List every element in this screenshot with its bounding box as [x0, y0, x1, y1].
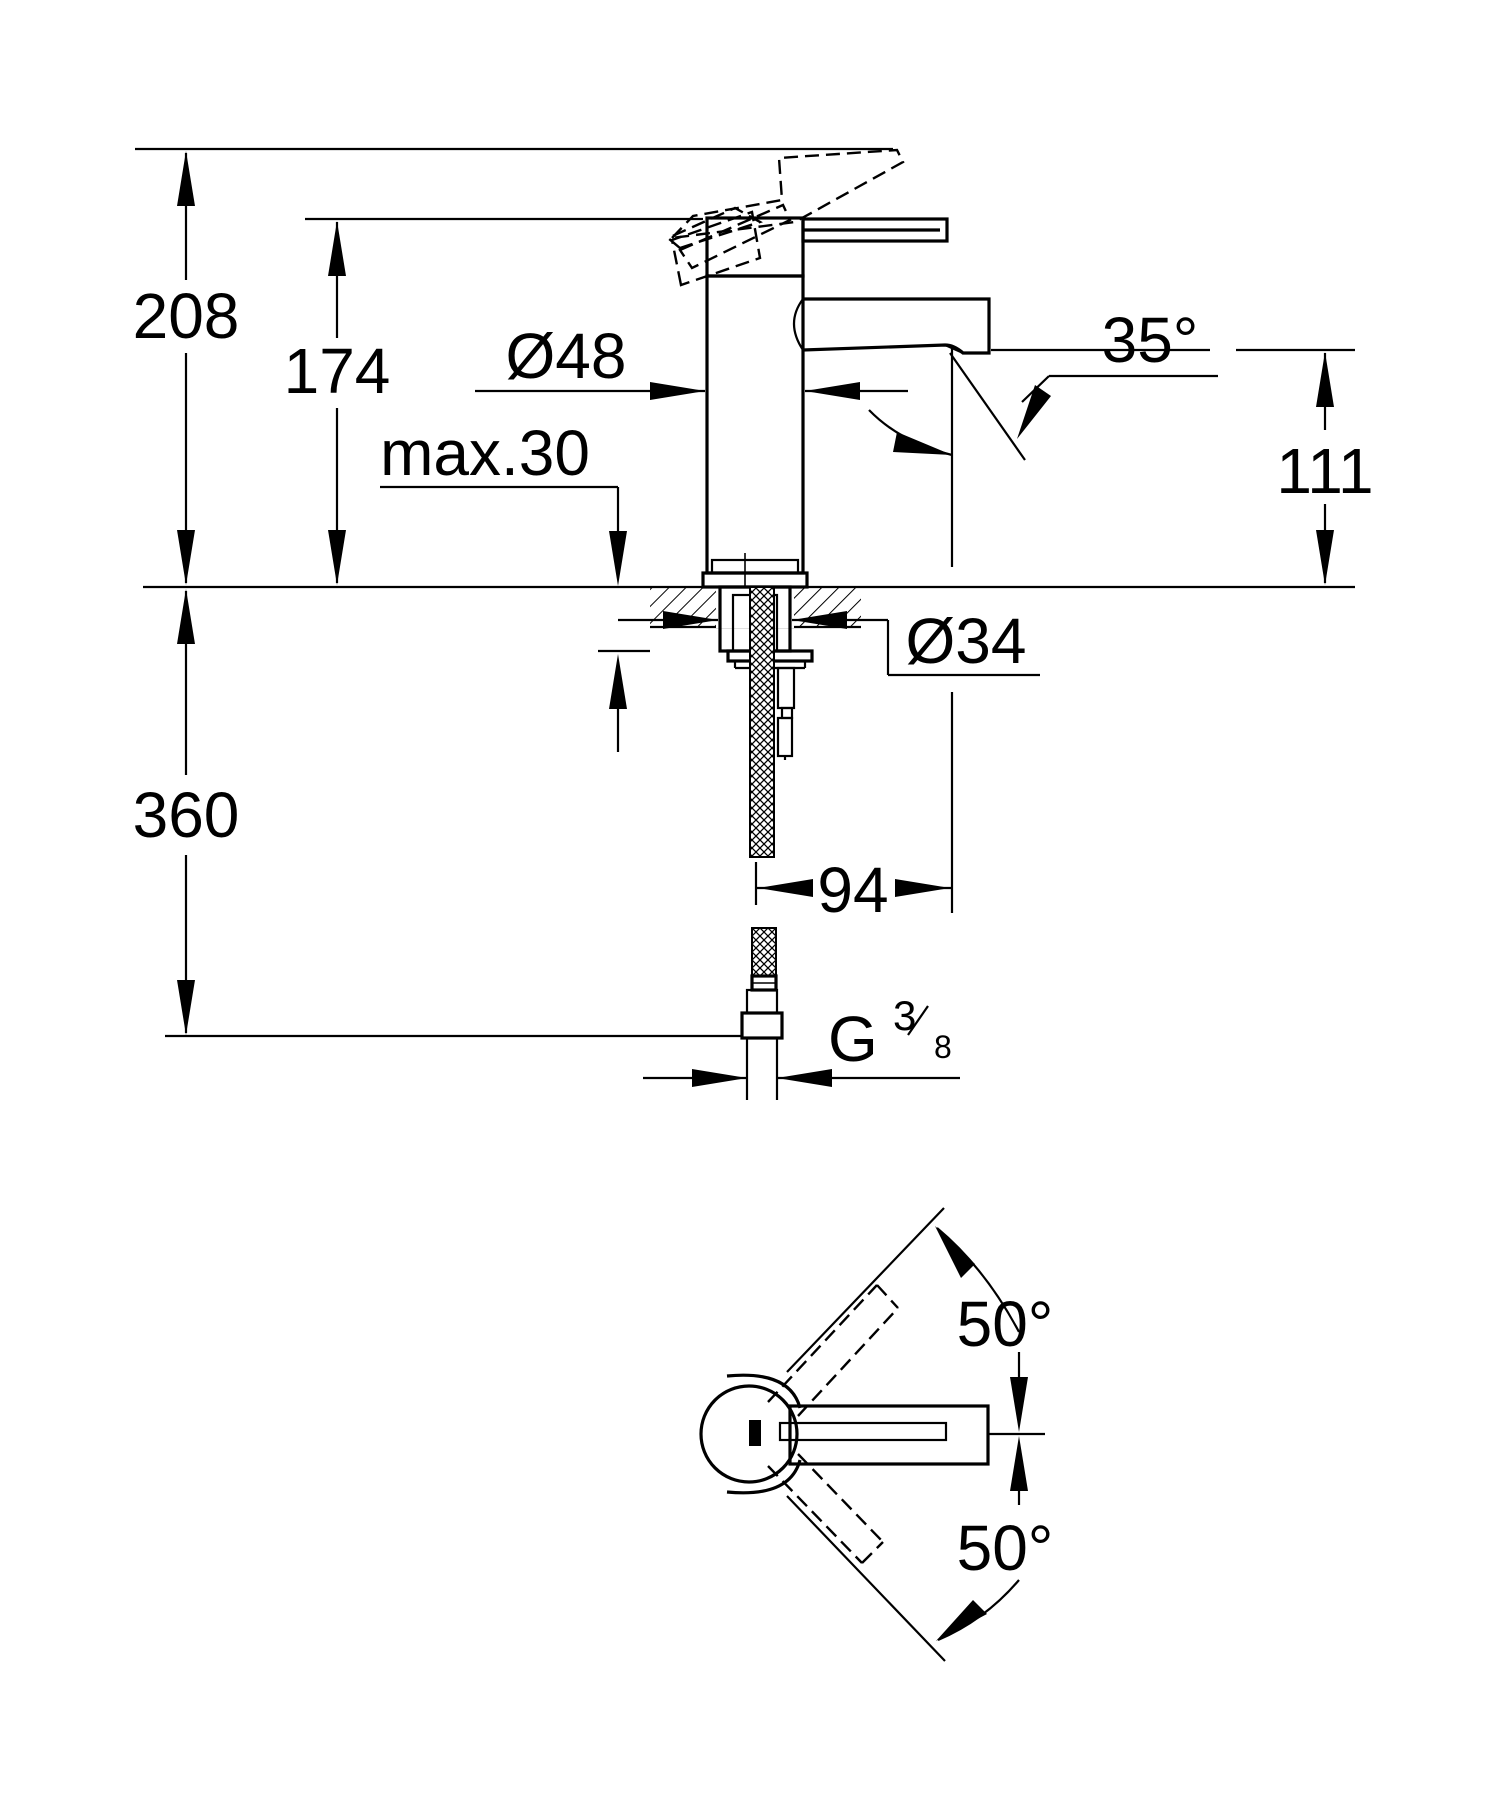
dim-spout-height-label: 174 — [284, 335, 391, 407]
dim-outlet-height: 111 — [1236, 348, 1374, 585]
dim-deck-thickness-label: max.30 — [380, 417, 590, 489]
dim-hose-length: 360 — [133, 589, 742, 1038]
dim-connection-thread: G 3 8 — [643, 992, 960, 1087]
dim-spout-angle: 35° — [868, 304, 1218, 567]
cartridge-mark — [749, 1420, 761, 1446]
dim-spout-angle-label: 35° — [1102, 304, 1199, 376]
dim-spout-reach: 94 — [754, 692, 954, 926]
dim-swivel-lower-label: 50° — [957, 1512, 1054, 1584]
dim-total-height: 208 — [133, 147, 893, 585]
dim-swivel-upper: 50° — [935, 1226, 1053, 1432]
dim-spout-height: 174 — [284, 217, 703, 585]
swivel-dashed-lower — [767, 1453, 884, 1564]
dim-connection-denominator: 8 — [934, 1029, 952, 1065]
dim-connection-numerator: 3 — [893, 992, 916, 1039]
lever-handle — [801, 217, 949, 243]
top-view: 50° 50° — [699, 1207, 1054, 1662]
dim-connection-letter: G — [828, 1003, 878, 1075]
lever-top — [778, 1421, 948, 1442]
dim-body-diameter-label: Ø48 — [506, 320, 627, 392]
dim-swivel-lower: 50° — [936, 1436, 1054, 1642]
dim-hole-diameter-label: Ø34 — [906, 605, 1027, 677]
spout-top — [788, 1404, 990, 1466]
side-view: 208 174 Ø48 max.30 — [133, 147, 1374, 1100]
dim-spout-reach-label: 94 — [817, 854, 888, 926]
lower-angle-line — [786, 1495, 946, 1662]
spout — [792, 297, 991, 355]
dim-total-height-label: 208 — [133, 280, 240, 352]
dim-swivel-upper-label: 50° — [957, 1288, 1054, 1360]
dim-body-diameter: Ø48 — [475, 320, 908, 400]
dim-hose-length-label: 360 — [133, 779, 240, 851]
supply-hose — [740, 586, 796, 1100]
body-top-circle — [699, 1384, 799, 1484]
dim-deck-thickness: max.30 — [380, 417, 650, 752]
swivel-dashed-upper — [767, 1284, 899, 1417]
lever-raised-dashed — [665, 148, 905, 287]
upper-angle-line — [786, 1207, 945, 1373]
dim-hole-diameter: Ø34 — [618, 605, 1040, 677]
dim-outlet-height-label: 111 — [1276, 435, 1373, 507]
